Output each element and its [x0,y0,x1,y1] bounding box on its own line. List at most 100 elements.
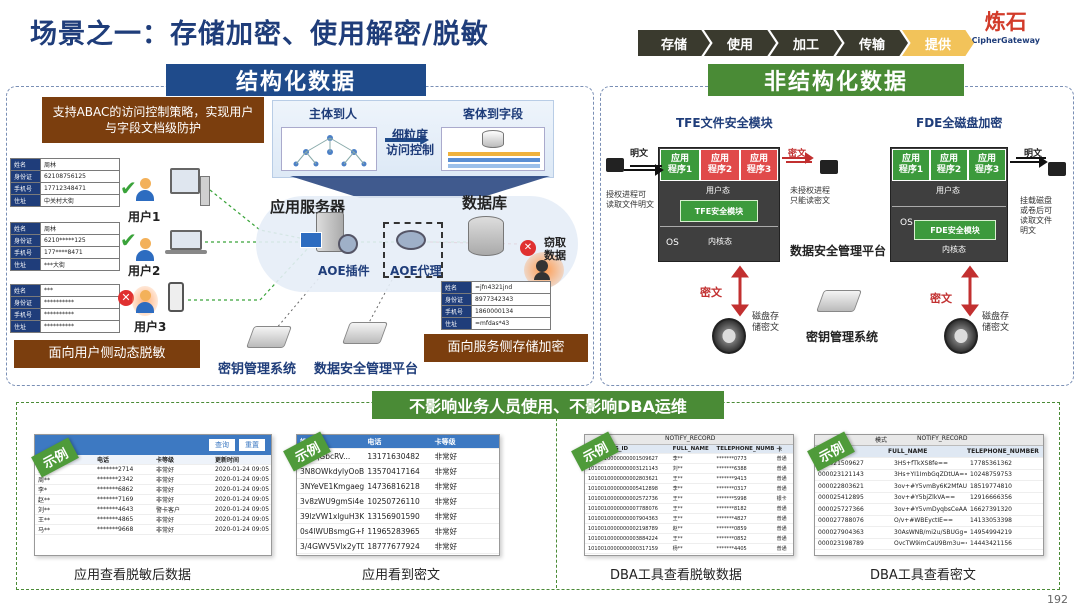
lifecycle-flow: 存储 使用 加工 传输 提供 [638,30,974,56]
tfe-app3: 应用 程序3 [740,149,778,181]
user-side-note: 面向用户侧动态脱敏 [14,340,200,368]
dsmp-server-icon [341,322,389,344]
service-side-note: 面向服务侧存储加密 [424,334,588,362]
logo-en: CipherGateway [971,36,1040,45]
caption-app-masked: 应用查看脱敏后数据 [74,568,192,583]
fde-app2: 应用 程序2 [930,149,968,181]
user-avatar-icon [136,178,154,202]
steal-data-label: 窃取 数据 [544,236,566,263]
cross-icon: ✕ [520,240,536,256]
user1-label: 用户1 [128,210,161,224]
aoe-plugin-label: AOE插件 [318,264,370,278]
aoe-proxy-label: AOE代理 [390,264,442,278]
page-number: 192 [1047,593,1068,606]
database-icon [482,130,504,148]
arrow-right-icon [385,135,429,145]
cross-icon: ✕ [118,290,134,306]
abac-note: 支持ABAC的访问控制策略，实现用户与字段文档级防护 [42,97,264,143]
logo-cn: 炼石 [984,9,1027,34]
example-dba-masked: NOTIFY_RECORD BUSINESS_IDFULL_NAMETELEPH… [584,434,794,556]
ciphertext-label: 密文 [700,286,722,299]
kms-label-right: 密钥管理系统 [806,330,879,344]
flow-step-provide: 提供 [902,30,974,56]
divider [660,226,778,227]
user2-label: 用户2 [128,264,161,278]
user3-table: 姓名*** 身份证********** 手机号********** 住址****… [10,284,120,333]
query-button[interactable]: 查询 [209,439,235,451]
flow-step-process: 加工 [770,30,842,56]
caption-dba-masked: DBA工具查看脱敏数据 [610,568,742,583]
subject-to-person-label: 主体到人 [309,107,358,121]
unstructured-banner: 非结构化数据 [708,64,964,96]
mount-read-note: 挂载磁盘 或卷后可 读取文件 明文 [1020,196,1052,235]
plaintext-label-right: 明文 [1024,149,1043,159]
access-control-card: 主体到人 客体到字段 [272,100,554,178]
disk-icon [944,318,978,354]
tfe-os: OS [666,238,679,248]
folder-icon [606,158,624,172]
app-server-label: 应用服务器 [270,198,346,216]
table-row: 0000228036213ov+#Y5vmBy6K2MfAU==18519774… [815,481,1043,493]
dba-toolbar: NOTIFY_RECORD [585,435,793,445]
org-tree-icon [293,135,367,167]
object-to-field-label: 客体到字段 [463,107,524,121]
dsmp-label: 数据安全管理平台 [314,362,419,377]
caption-app-cipher: 应用看到密文 [362,568,441,583]
db-fields-image [441,127,545,171]
laptop-base [165,250,207,254]
database-icon [468,216,504,256]
fde-kernel-mode: 内核态 [942,245,966,254]
folder-icon [1048,162,1066,176]
fde-user-mode: 用户态 [936,186,960,195]
tfe-title: TFE文件安全模块 [676,116,773,130]
examples-banner: 不影响业务人员使用、不影响DBA运维 [372,391,724,419]
page-title: 场景之一：存储加密、使用解密/脱敏 [30,19,489,50]
structured-banner: 结构化数据 [166,64,426,96]
fde-title: FDE全磁盘加密 [916,116,1003,130]
unstructured-arrows [624,152,1048,317]
laptop-icon [170,230,202,250]
pc-tower-icon [200,176,210,206]
database-label: 数据库 [462,194,508,212]
check-icon: ✔ [120,228,137,252]
flow-step-store: 存储 [638,30,710,56]
kms-label: 密钥管理系统 [218,362,297,377]
tfe-security-module: TFE安全模块 [680,200,758,222]
gear-icon [338,234,358,254]
fde-security-module: FDE安全模块 [914,220,996,240]
fine-grained-label: 细粒度 访问控制 [386,128,435,157]
flow-step-transmit: 传输 [836,30,908,56]
fde-os: OS [900,218,913,228]
reset-button[interactable]: 重置 [239,439,265,451]
funnel-shape [290,176,550,198]
